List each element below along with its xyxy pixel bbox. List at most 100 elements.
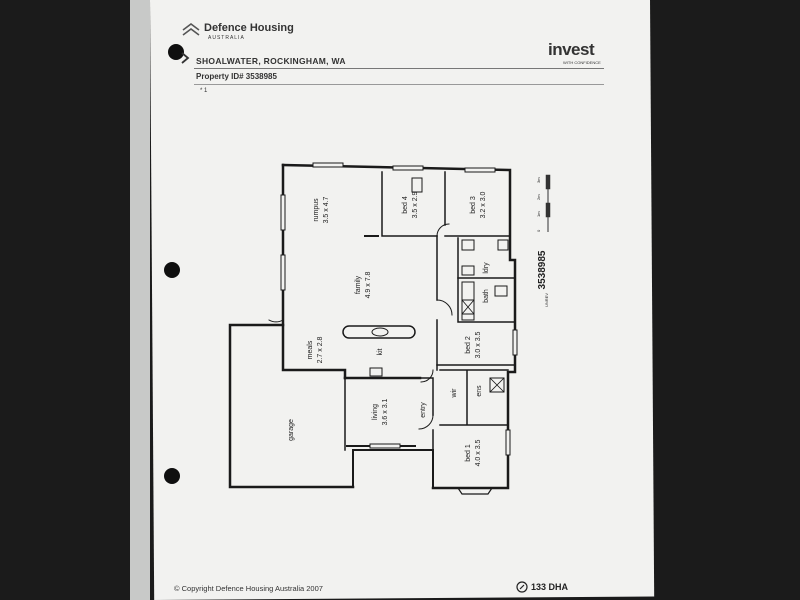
svg-text:3.5 x 2.9: 3.5 x 2.9 <box>412 191 419 218</box>
plan-number: 3538985 <box>537 250 548 289</box>
scale-label-2: 2m <box>536 194 541 200</box>
punch-hole-bottom <box>164 468 180 484</box>
svg-text:ens: ens <box>476 385 483 397</box>
svg-text:family: family <box>355 275 362 294</box>
room-entry-name: entry <box>420 402 427 418</box>
svg-text:4.9 x 7.8: 4.9 x 7.8 <box>365 271 372 298</box>
outer-wall <box>281 163 347 380</box>
room-bed2-name: bed 2 <box>465 336 472 354</box>
svg-text:3.6 x 3.1: 3.6 x 3.1 <box>382 398 389 425</box>
room-meals-dims: 2.7 x 2.8 <box>317 336 324 363</box>
dha-roof-icon <box>182 23 200 36</box>
window <box>280 254 286 291</box>
svg-text:4.0 x 3.5: 4.0 x 3.5 <box>475 439 482 466</box>
footer-copyright: © Copyright Defence Housing Australia 20… <box>174 584 323 593</box>
door <box>420 369 434 383</box>
phone-icon <box>516 581 528 593</box>
punch-hole-middle <box>164 262 180 278</box>
door <box>418 414 434 430</box>
door <box>268 319 284 323</box>
scale-bar <box>545 174 551 232</box>
window <box>512 329 518 356</box>
window <box>505 429 511 456</box>
room-bed4-name: bed 4 <box>402 196 409 214</box>
door <box>436 299 453 316</box>
svg-text:wir: wir <box>451 388 458 399</box>
room-bed1-dims: 4.0 x 3.5 <box>475 439 482 466</box>
rumpus-wall <box>381 171 438 237</box>
svg-text:0: 0 <box>536 229 541 232</box>
bay-window <box>457 487 493 495</box>
svg-text:3.5 x 4.7: 3.5 x 4.7 <box>323 196 330 223</box>
brand-sub: AUSTRALIA <box>208 35 245 41</box>
svg-text:bed 1: bed 1 <box>465 444 472 462</box>
garage-wall <box>228 323 355 489</box>
front-wall <box>352 449 434 489</box>
window <box>369 443 401 449</box>
svg-text:kit: kit <box>377 348 384 355</box>
svg-text:garage: garage <box>288 419 295 441</box>
room-meals-name: meals <box>307 340 314 359</box>
svg-text:meals: meals <box>307 340 314 359</box>
room-family-name: family <box>355 275 362 294</box>
svg-text:2m: 2m <box>536 194 541 200</box>
property-address: SHOALWATER, ROCKINGHAM, WA <box>196 56 346 66</box>
ens-wall <box>439 369 509 426</box>
svg-text:rumpus: rumpus <box>313 198 320 222</box>
room-family-dims: 4.9 x 7.8 <box>365 271 372 298</box>
svg-text:ldry: ldry <box>483 262 490 274</box>
room-bed3-name: bed 3 <box>470 196 477 214</box>
room-garage-name: garage <box>288 419 295 441</box>
scale-label-3: 3m <box>536 177 541 183</box>
room-ldry-name: ldry <box>483 262 490 274</box>
window <box>312 162 344 168</box>
header-divider-2 <box>194 84 604 85</box>
punch-hole-top <box>168 44 184 60</box>
outer-wall-top <box>281 163 517 490</box>
window <box>280 194 286 231</box>
room-rumpus-dims: 3.5 x 4.7 <box>323 196 330 223</box>
svg-text:bed 4: bed 4 <box>402 196 409 214</box>
svg-text:3.0 x 3.5: 3.0 x 3.5 <box>475 331 482 358</box>
svg-text:2.7 x 2.8: 2.7 x 2.8 <box>317 336 324 363</box>
ldry-wall <box>457 237 516 323</box>
svg-text:bed 2: bed 2 <box>465 336 472 354</box>
room-living-dims: 3.6 x 3.1 <box>382 398 389 425</box>
svg-text:bath: bath <box>483 289 490 303</box>
room-wir-name: wir <box>451 388 458 399</box>
svg-text:3.2 x 3.0: 3.2 x 3.0 <box>480 191 487 218</box>
scale-label-0: 0 <box>536 229 541 232</box>
room-bath-name: bath <box>483 289 490 303</box>
invest-tagline: WITH CONFIDENCE <box>563 60 601 65</box>
svg-text:1m: 1m <box>536 211 541 217</box>
footer-phone: 133 DHA <box>531 582 569 592</box>
header-divider <box>194 68 604 69</box>
svg-text:bed 3: bed 3 <box>470 196 477 214</box>
brand-name: Defence Housing <box>204 22 294 34</box>
window <box>392 165 424 171</box>
room-bed3-dims: 3.2 x 3.0 <box>480 191 487 218</box>
sheet-mark: * 1 <box>200 88 208 94</box>
door <box>436 223 450 237</box>
room-bed2-dims: 3.0 x 3.5 <box>475 331 482 358</box>
scale-label-1: 1m <box>536 211 541 217</box>
svg-text:UNREV: UNREV <box>544 293 549 307</box>
room-bed4-dims: 3.5 x 2.9 <box>412 191 419 218</box>
window <box>464 167 496 173</box>
room-ens-name: ens <box>476 385 483 397</box>
chevron-right-icon <box>181 52 190 64</box>
invest-logo: invest <box>548 40 595 59</box>
room-bed1-name: bed 1 <box>465 444 472 462</box>
svg-text:3538985: 3538985 <box>537 250 548 289</box>
plan-caption: UNREV <box>544 293 549 307</box>
room-kit-name: kit <box>377 348 384 355</box>
property-id: Property ID# 3538985 <box>196 72 277 81</box>
svg-text:3m: 3m <box>536 177 541 183</box>
room-living-name: living <box>372 404 379 420</box>
paper-edge-shadow <box>130 0 150 600</box>
kitchen-island <box>342 325 416 339</box>
svg-text:living: living <box>372 404 379 420</box>
svg-text:entry: entry <box>420 402 427 418</box>
room-rumpus-name: rumpus <box>313 198 320 222</box>
